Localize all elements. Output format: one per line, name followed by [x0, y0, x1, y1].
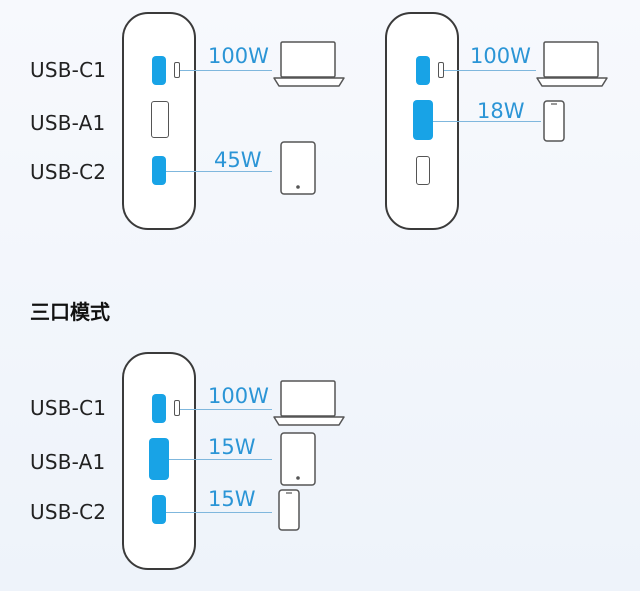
usb-c1-port-active — [152, 394, 166, 423]
watt-label-usb-c1: 100W — [470, 44, 531, 68]
power-bank — [122, 12, 196, 230]
port-label-usb-a1: USB-A1 — [30, 450, 106, 474]
cable-line — [444, 70, 536, 71]
cable-line — [180, 70, 272, 71]
cable-line — [433, 121, 541, 122]
usb-c1-port-active — [416, 56, 430, 85]
watt-label-usb-c1: 100W — [208, 44, 269, 68]
section-title: 三口模式 — [30, 300, 110, 324]
usb-c2-port-empty — [416, 156, 430, 185]
watt-label-usb-c2: 15W — [208, 487, 256, 511]
usb-a1-port-active — [413, 100, 433, 140]
watt-label-usb-a1: 18W — [477, 99, 525, 123]
watt-label-usb-a1: 15W — [208, 435, 256, 459]
cable-plug — [438, 62, 444, 78]
usb-a1-port-active — [149, 438, 169, 480]
usb-c2-port-active — [152, 495, 166, 524]
cable-line — [166, 512, 272, 513]
port-label-usb-c2: USB-C2 — [30, 500, 107, 524]
usb-a1-port-empty — [151, 101, 169, 138]
cable-plug — [174, 400, 180, 416]
usb-c1-port-active — [152, 56, 166, 85]
port-label-usb-a1: USB-A1 — [30, 111, 106, 135]
usb-c2-port-active — [152, 156, 166, 185]
port-label-usb-c1: USB-C1 — [30, 396, 107, 420]
cable-line — [166, 171, 272, 172]
port-label-usb-c1: USB-C1 — [30, 58, 107, 82]
watt-label-usb-c1: 100W — [208, 384, 269, 408]
cable-plug — [174, 62, 180, 78]
port-label-usb-c2: USB-C2 — [30, 160, 107, 184]
cable-line — [180, 409, 272, 410]
watt-label-usb-c2: 45W — [214, 148, 262, 172]
cable-line — [169, 459, 272, 460]
